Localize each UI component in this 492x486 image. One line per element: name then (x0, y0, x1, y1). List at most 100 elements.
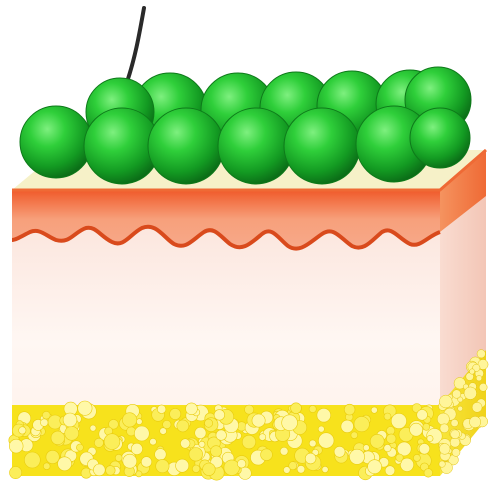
fat-cell (469, 416, 480, 427)
fat-cell (410, 423, 423, 436)
fat-cell (136, 419, 142, 425)
fat-cell (58, 457, 72, 471)
fat-cell (94, 438, 103, 447)
fat-cell (451, 430, 460, 439)
fat-cell (176, 459, 189, 472)
fat-cell (386, 434, 396, 444)
fat-cell (280, 447, 288, 455)
fat-cell (78, 401, 92, 415)
fat-cell (141, 457, 152, 468)
fat-cell (322, 466, 328, 472)
fat-cell (424, 469, 433, 478)
fat-cell (391, 413, 406, 428)
fat-cell (469, 369, 474, 374)
fat-cell (192, 465, 200, 473)
fat-cell (417, 410, 428, 421)
fat-cell (163, 420, 171, 428)
fat-cell (242, 435, 256, 449)
fat-cell (155, 449, 167, 461)
fat-cell (43, 463, 50, 470)
fat-cell (370, 434, 384, 448)
fat-cell (76, 444, 83, 451)
fat-cell (261, 449, 273, 461)
fat-cell (419, 443, 430, 454)
surface-cell (410, 108, 470, 168)
fat-cell (317, 408, 331, 422)
fat-cell (451, 419, 458, 426)
fat-cell (216, 430, 227, 441)
fat-cell (349, 449, 364, 464)
fat-cell (157, 405, 166, 414)
fat-cell (42, 411, 50, 419)
fat-cell (464, 387, 477, 400)
fat-cell (439, 395, 452, 408)
fat-cell (237, 459, 246, 468)
fat-cell (123, 454, 137, 468)
fat-cell (477, 350, 485, 358)
fat-cell (170, 408, 181, 419)
hair-strand (127, 8, 144, 82)
fat-cell (46, 450, 59, 463)
fat-cell (458, 406, 463, 411)
fat-cell (384, 413, 391, 420)
fat-cell (452, 448, 460, 456)
fat-cell (180, 439, 190, 449)
fat-cell (354, 416, 369, 431)
fat-cell (318, 426, 324, 432)
fat-cell (65, 426, 79, 440)
fat-cell (283, 467, 290, 474)
fat-cell (439, 444, 450, 455)
fat-cell (334, 446, 345, 457)
fat-cell (427, 435, 433, 441)
fat-cell (115, 454, 122, 461)
fat-cell (423, 423, 430, 430)
fat-cell (205, 419, 213, 427)
fat-cell (40, 419, 48, 427)
fat-cell (252, 414, 265, 427)
fat-cell (211, 446, 222, 457)
fat-cell (24, 452, 40, 468)
fat-cell (344, 404, 355, 415)
fat-cell (341, 420, 354, 433)
fat-cell (282, 415, 298, 431)
fat-cell (472, 402, 482, 412)
fat-cell (150, 438, 157, 445)
fat-cell (189, 448, 203, 462)
fat-cell (10, 467, 22, 479)
fat-cell (203, 463, 216, 476)
fat-cell (309, 405, 316, 412)
fat-cell (437, 413, 449, 425)
fat-cell (199, 441, 205, 447)
fat-cell (186, 403, 198, 415)
fat-cell (214, 410, 225, 421)
fat-cell (363, 445, 369, 451)
fat-cell (19, 427, 26, 434)
fat-cell (195, 427, 206, 438)
surface-cell (20, 106, 92, 178)
fat-cell (439, 461, 445, 467)
fat-cell (351, 432, 358, 439)
fat-cell (297, 465, 305, 473)
fat-cell (368, 460, 382, 474)
fat-cell (134, 426, 149, 441)
surface-cell (148, 108, 224, 184)
fat-cell (385, 466, 395, 476)
fat-cell (9, 439, 23, 453)
fat-cell (156, 459, 169, 472)
fat-cell (224, 460, 240, 476)
surface-cell (218, 108, 294, 184)
fat-cell (104, 434, 120, 450)
fat-cell (309, 440, 316, 447)
fat-cell (476, 375, 482, 381)
fat-cell (63, 413, 77, 427)
fat-cell (452, 390, 461, 399)
fat-cell (245, 405, 254, 414)
fat-cell (305, 453, 316, 464)
fat-cell (291, 403, 302, 414)
fat-cell (396, 454, 403, 461)
fat-cell (479, 383, 487, 391)
fat-cell (413, 454, 420, 461)
fat-cell (259, 434, 266, 441)
